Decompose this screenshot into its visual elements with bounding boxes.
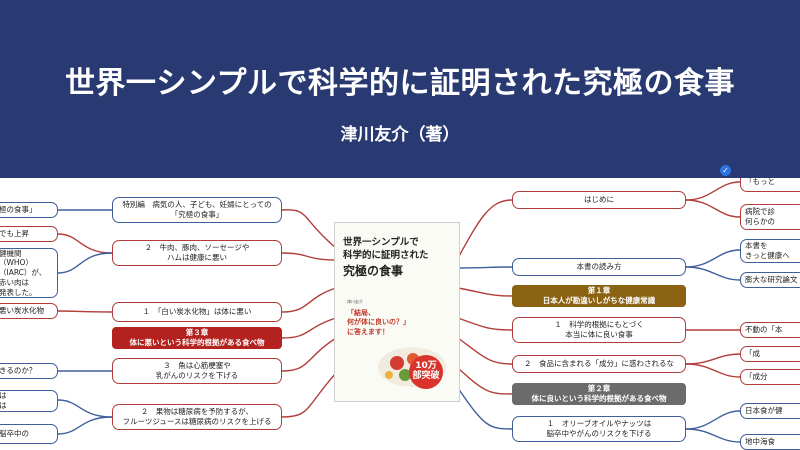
- mindmap-node-introduction[interactable]: はじめに: [512, 191, 686, 209]
- book-cover[interactable]: 世界一シンプルで 科学的に証明された究極の食事 津川友介 「結局、 何が体に良い…: [334, 222, 460, 402]
- mindmap-node-left-edge[interactable]: は は: [0, 390, 58, 412]
- mindmap-node-left-edge[interactable]: 悪い炭水化物: [0, 303, 58, 319]
- mindmap-node-how-to-read[interactable]: 本書の読み方: [512, 258, 686, 276]
- mindmap-node-scientific-diet[interactable]: １ 科学的根拠にもとづく 本当に体に良い食事: [512, 317, 686, 343]
- mindmap-node-olive-oil[interactable]: １ オリーブオイルやナッツは 脳卒中やがんのリスクを下げる: [512, 416, 686, 442]
- mindmap-chapter-1[interactable]: 第１章 日本人が勘違いしがちな健康常識: [512, 285, 686, 307]
- mindmap-node-fruit[interactable]: ２ 果物は糖尿病を予防するが、 フルーツジュースは糖尿病のリスクを上げる: [112, 404, 282, 430]
- mindmap-node-right-edge[interactable]: 膨大な研究論文: [740, 272, 800, 288]
- mindmap-node-right-edge[interactable]: 不動の「本: [740, 322, 800, 338]
- mindmap-node-left-edge[interactable]: 健機関（WHO） （IARC）が、 赤い肉は 発表した。: [0, 248, 58, 298]
- page-title: 世界一シンプルで科学的に証明された究極の食事: [64, 66, 736, 101]
- mindmap-node-left-edge[interactable]: きるのか？: [0, 363, 58, 379]
- mindmap-node-left-edge[interactable]: でも上昇: [0, 226, 58, 242]
- mindmap-node-special-chapter[interactable]: 特別編 病気の人、子ども、妊婦にとっての 「究極の食事」: [112, 197, 282, 223]
- mindmap-node-right-edge[interactable]: 日本食が健: [740, 403, 800, 419]
- mindmap-connectors: [57, 181, 741, 443]
- title-banner: 世界一シンプルで科学的に証明された究極の食事 津川友介（著）: [0, 0, 800, 178]
- mindmap-node-red-meat[interactable]: ２ 牛肉、豚肉、ソーセージや ハムは健康に悪い: [112, 240, 282, 266]
- mindmap-node-right-edge[interactable]: 病院で診 何らかの: [740, 204, 800, 230]
- mindmap-node-right-edge[interactable]: 本書を きっと健康へ: [740, 239, 800, 263]
- mindmap-node-right-edge[interactable]: 地中海食: [740, 434, 800, 450]
- mindmap-chapter-3[interactable]: 第３章 体に悪いという科学的根拠がある食べ物: [112, 327, 282, 349]
- mindmap-chapter-2[interactable]: 第２章 体に良いという科学的根拠がある食べ物: [512, 383, 686, 405]
- mindmap-node-fish[interactable]: ３ 魚は心筋梗塞や 乳がんのリスクを下げる: [112, 358, 282, 384]
- mindmap-node-ingredients[interactable]: ２ 食品に含まれる「成分」に惑わされるな: [512, 355, 686, 373]
- mindmap-node-white-carbs[interactable]: １ 「白い炭水化物」は体に悪い: [112, 302, 282, 322]
- mindmap-node-left-edge[interactable]: 脳卒中の: [0, 424, 58, 444]
- book-cover-title-lines: 世界一シンプルで 科学的に証明された: [343, 237, 429, 261]
- mindmap-node-right-edge[interactable]: 「成: [740, 346, 800, 362]
- mindmap-node-right-edge[interactable]: 「もっと: [740, 178, 800, 192]
- mindmap-node-left-edge[interactable]: 極の食事」: [0, 202, 58, 218]
- mindmap-node-right-edge[interactable]: 「成分: [740, 369, 800, 385]
- author-line: 津川友介（著）: [340, 125, 460, 145]
- checkmark-icon[interactable]: ✓: [720, 165, 731, 176]
- book-cover-title: 世界一シンプルで 科学的に証明された究極の食事: [343, 237, 455, 279]
- book-cover-author: 津川友介: [347, 299, 363, 304]
- book-cover-title-big: 究極の食事: [343, 263, 404, 278]
- book-cover-badge: 10万 部突破: [409, 355, 443, 389]
- mindmap-canvas[interactable]: 極の食事」 でも上昇 健機関（WHO） （IARC）が、 赤い肉は 発表した。 …: [0, 178, 800, 450]
- book-cover-quote: 「結局、 何が体に良いの？」 に答えます！: [347, 309, 410, 336]
